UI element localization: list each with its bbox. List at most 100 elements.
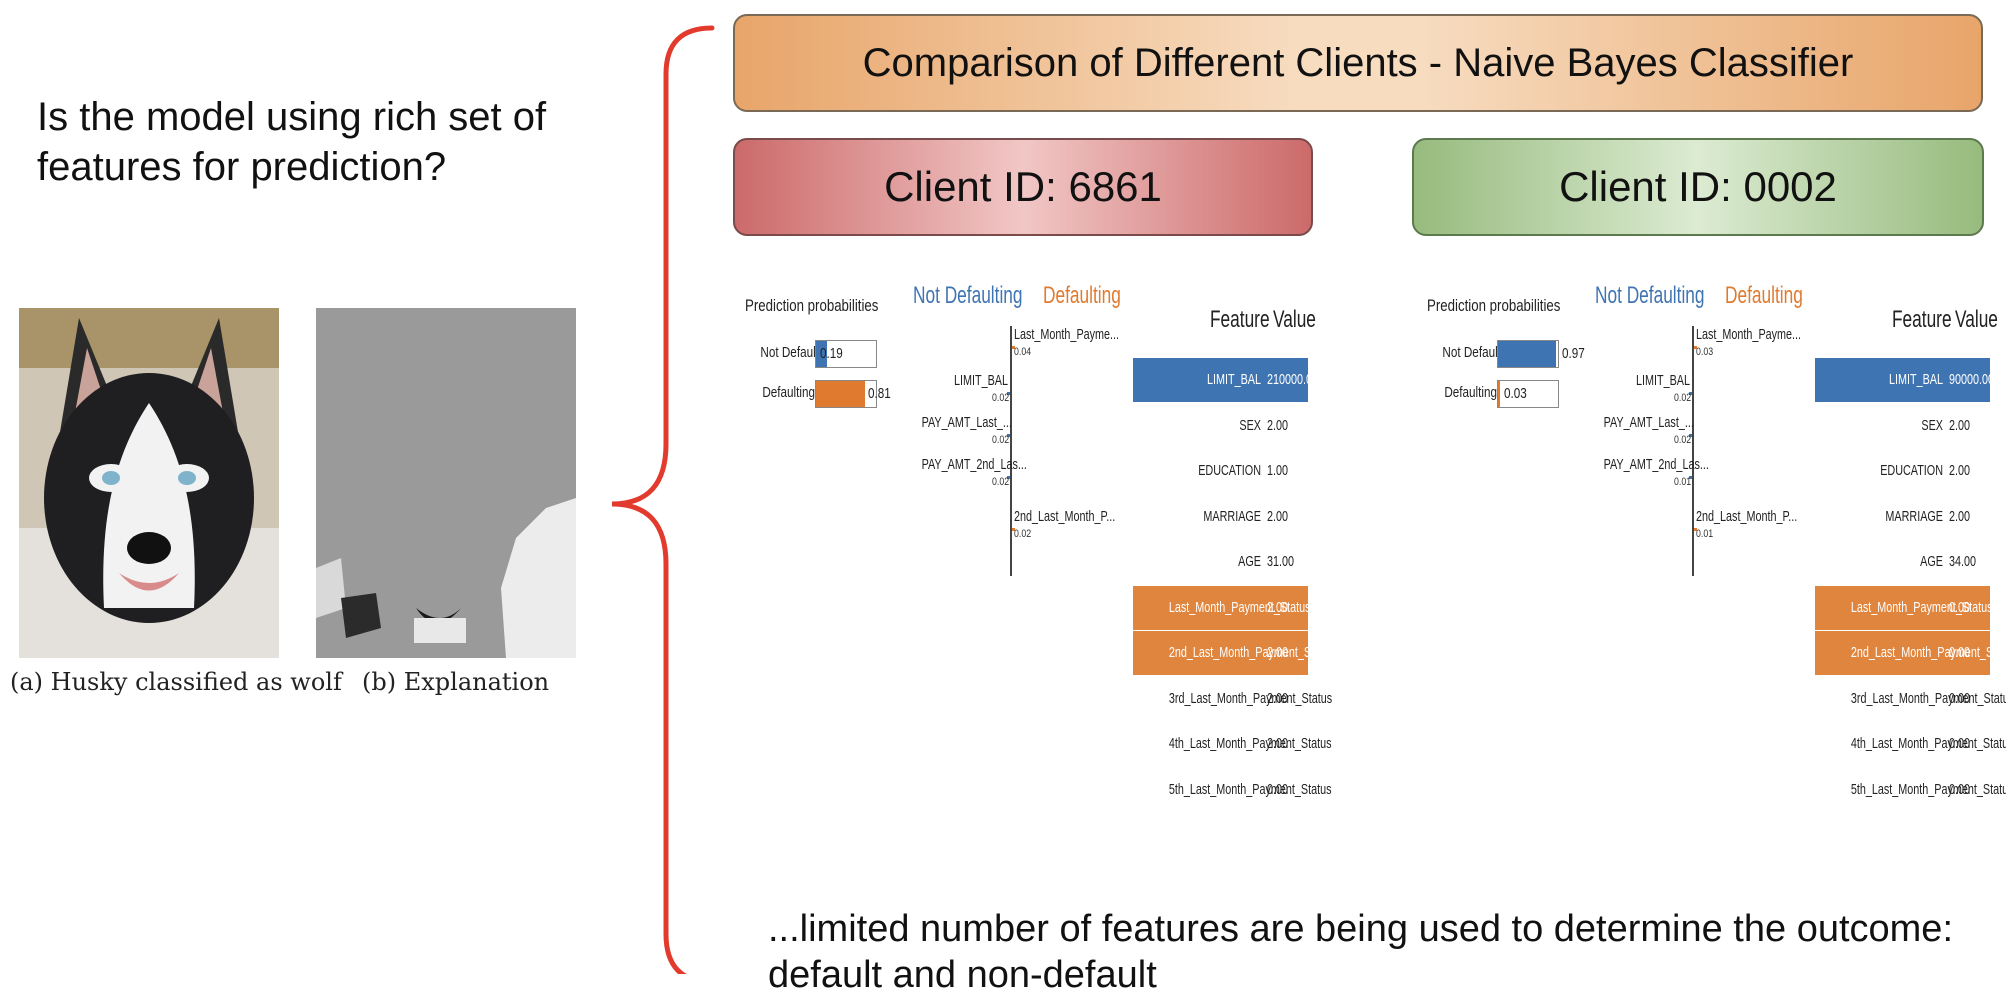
table-header-value: Value (1955, 306, 1998, 333)
contribution-bar (1694, 528, 1697, 531)
table-row: AGE 34.00 (1815, 540, 1990, 584)
contribution-feature: PAY_AMT_2nd_Las... (1603, 456, 1709, 473)
client-6861-banner: Client ID: 6861 (733, 138, 1313, 236)
table-feature: AGE (1920, 553, 1943, 570)
table-value: 0.00 (1949, 780, 1971, 798)
client-0002-panel: Prediction probabilities Not Defaulting … (1427, 282, 2006, 832)
table-header-value: Value (1273, 306, 1316, 333)
contribution-bar (1689, 434, 1692, 437)
table-feature: 2nd_Last_Month_Payment_Status (1850, 644, 2006, 661)
contribution-bar (1012, 528, 1015, 531)
table-feature: EDUCATION (1880, 462, 1943, 479)
table-row: EDUCATION 1.00 (1133, 449, 1308, 493)
contribution-value: 0.02 (992, 392, 1010, 404)
table-feature: 5th_Last_Month_Payment_Status (1850, 780, 2006, 798)
prob-label-defaulting: Defaulting (762, 384, 815, 401)
table-value: 2.00 (1267, 598, 1289, 616)
contribution-feature: Last_Month_Payme... (1014, 326, 1120, 343)
prob-value-not-defaulting: 0.97 (1562, 345, 1585, 362)
prob-fill-defaulting (816, 381, 865, 407)
table-value: 0.00 (1949, 644, 1971, 661)
table-feature: 4th_Last_Month_Payment_Status (1850, 735, 2006, 752)
conclusion-text: ...limited number of features are being … (768, 908, 1953, 996)
table-header-feature: Feature (1210, 306, 1270, 333)
header-not-defaulting: Not Defaulting (1595, 282, 1705, 309)
contribution-axis (1692, 326, 1694, 576)
prob-bar-not-defaulting: 0.19 (815, 340, 877, 368)
table-feature: MARRIAGE (1885, 507, 1943, 525)
contribution-bar (1012, 346, 1015, 349)
caption-a: (a) Husky classified as wolf (10, 668, 342, 696)
contribution-axis (1010, 326, 1012, 576)
table-value: 34.00 (1949, 553, 1977, 570)
table-value: 0.00 (1949, 689, 1971, 707)
table-feature: Last_Month_Payment_Status (1168, 598, 1311, 616)
table-feature: LIMIT_BAL (1888, 371, 1943, 388)
table-row: LIMIT_BAL 90000.00 (1815, 358, 1994, 402)
contribution-feature: Last_Month_Payme... (1696, 326, 1802, 343)
contribution-feature: LIMIT_BAL (1635, 372, 1690, 389)
table-feature: SEX (1921, 416, 1943, 434)
table-feature: AGE (1238, 553, 1261, 570)
title-banner: Comparison of Different Clients - Naive … (733, 14, 1983, 112)
prob-bar-defaulting: 0.03 (1497, 380, 1559, 408)
prob-value-defaulting: 0.81 (868, 385, 891, 402)
contribution-value: 0.01 (1696, 528, 1714, 540)
prob-value-defaulting: 0.03 (1504, 385, 1527, 402)
table-feature: SEX (1239, 416, 1261, 434)
client-6861-panel: Prediction probabilities Not Defaulting … (745, 282, 1335, 832)
prob-fill-defaulting (1498, 381, 1500, 407)
table-value: 0.00 (1267, 780, 1289, 798)
husky-photo (19, 308, 279, 658)
contribution-feature: LIMIT_BAL (953, 372, 1008, 389)
prob-label-defaulting: Defaulting (1444, 384, 1497, 401)
table-feature: EDUCATION (1198, 462, 1261, 479)
contribution-value: 0.02 (1674, 434, 1692, 446)
table-value: 2.00 (1267, 735, 1289, 752)
contribution-bar (1007, 476, 1010, 479)
contribution-feature: PAY_AMT_Last_... (1603, 414, 1694, 431)
contribution-value: 0.02 (992, 476, 1010, 488)
question-text: Is the model using rich set of features … (37, 95, 547, 189)
table-value: 31.00 (1267, 553, 1295, 570)
table-feature: MARRIAGE (1203, 507, 1261, 525)
table-feature: Last_Month_Payment_Status (1850, 598, 1993, 616)
prob-bar-not-defaulting: 0.97 (1497, 340, 1585, 368)
prediction-probabilities-title: Prediction probabilities (1427, 296, 1561, 315)
table-feature: 3rd_Last_Month_Payment_Status (1168, 689, 1333, 707)
prediction-probabilities-title: Prediction probabilities (745, 296, 879, 315)
contribution-value: 0.01 (1674, 476, 1692, 488)
table-value: 2.00 (1949, 462, 1971, 479)
contribution-feature: 2nd_Last_Month_P... (1696, 508, 1798, 525)
table-value: 90000.00 (1949, 371, 1995, 388)
contribution-bar (1007, 434, 1010, 437)
table-row: EDUCATION 2.00 (1815, 449, 1990, 493)
table-value: 2.00 (1267, 644, 1289, 661)
contribution-value: 0.02 (992, 434, 1010, 446)
contribution-feature: PAY_AMT_2nd_Las... (921, 456, 1027, 473)
table-value: 1.00 (1267, 462, 1289, 479)
contribution-value: 0.03 (1696, 346, 1714, 358)
header-not-defaulting: Not Defaulting (913, 282, 1023, 309)
contribution-value: 0.02 (1014, 528, 1032, 540)
table-value: 2.00 (1949, 416, 1971, 434)
contribution-bar (1689, 476, 1692, 479)
client-0002-banner: Client ID: 0002 (1412, 138, 1984, 236)
contribution-bar (1694, 346, 1697, 349)
table-feature: LIMIT_BAL (1206, 371, 1261, 388)
explanation-image (316, 308, 576, 658)
prob-fill-not-defaulting (1498, 341, 1557, 367)
